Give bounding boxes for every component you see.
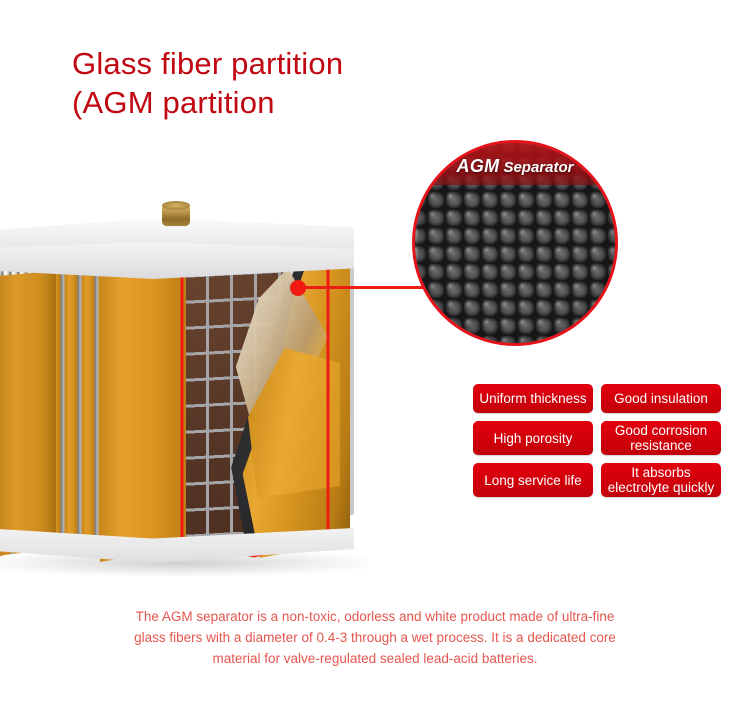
badge-absorbs-electrolyte-quickly[interactable]: It absorbs electrolyte quickly (601, 463, 721, 497)
feature-badge-grid: Uniform thickness Good insulation High p… (473, 384, 741, 505)
battery-cutaway-illustration (0, 198, 382, 598)
callout-line (300, 286, 430, 289)
badge-row: Uniform thickness Good insulation (473, 384, 741, 413)
description-caption: The AGM separator is a non-toxic, odorle… (134, 609, 616, 666)
magnifier-label-band (415, 143, 615, 185)
magnifier-label-agm: AGM (456, 156, 500, 176)
badge-high-porosity[interactable]: High porosity (473, 421, 593, 455)
cutaway-outline (180, 250, 330, 558)
battery-terminal-top (162, 201, 190, 210)
badge-uniform-thickness[interactable]: Uniform thickness (473, 384, 593, 413)
badge-row: High porosity Good corrosion resistance (473, 421, 741, 455)
callout-dot-icon (290, 280, 306, 296)
badge-long-service-life[interactable]: Long service life (473, 463, 593, 497)
battery-plate-wide-left (0, 261, 56, 558)
badge-good-corrosion-resistance[interactable]: Good corrosion resistance (601, 421, 721, 455)
battery-plate-wide-right (100, 254, 192, 562)
badge-row: Long service life It absorbs electrolyte… (473, 463, 741, 497)
magnifier-label-separator: Separator (503, 159, 574, 176)
page-title: Glass fiber partition (AGM partition (72, 46, 344, 120)
badge-good-insulation[interactable]: Good insulation (601, 384, 721, 413)
